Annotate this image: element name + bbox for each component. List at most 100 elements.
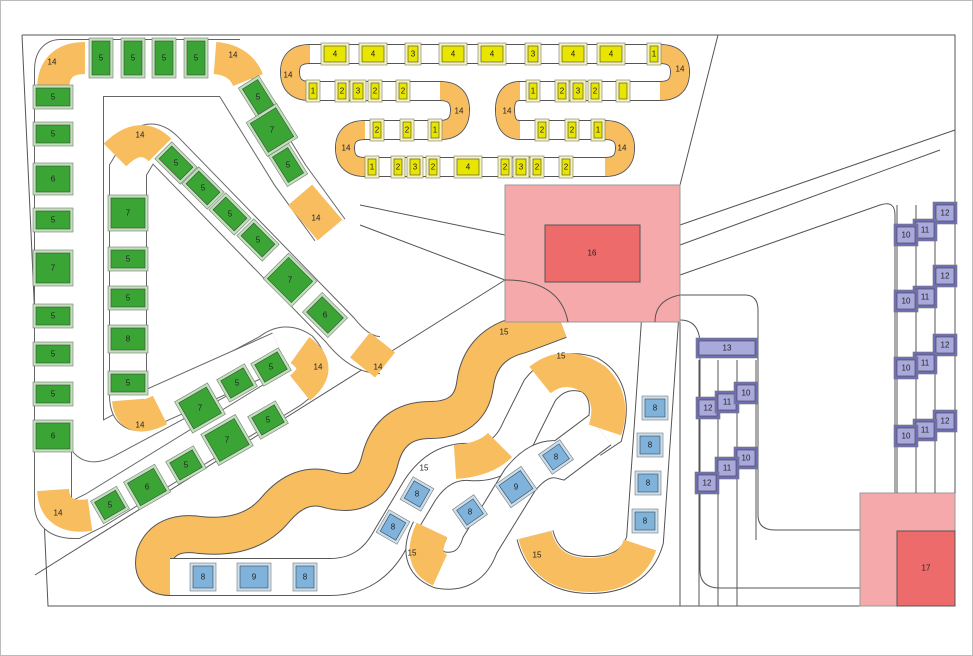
purple-module: 11 — [912, 418, 938, 442]
curve-segment-label: 15 — [500, 328, 509, 337]
yellow-module-label: 1 — [596, 126, 601, 135]
purple-module-label: 11 — [921, 426, 930, 435]
green-module-label: 5 — [51, 130, 56, 139]
green-module-label: 5 — [51, 216, 56, 225]
green-module-label: 5 — [131, 54, 136, 63]
purple-module: 12 — [932, 264, 958, 288]
yellow-module-label: 1 — [311, 87, 316, 96]
purple-module: 10 — [893, 424, 919, 448]
yellow-module: 1 — [305, 79, 321, 103]
green-module: 5 — [107, 285, 149, 311]
blue-module-label: 8 — [303, 573, 308, 582]
purple-module-label: 10 — [742, 454, 751, 463]
blue-module-label: 8 — [391, 523, 396, 532]
purple-module-label: 13 — [723, 344, 732, 353]
yellow-module: 4 — [320, 42, 350, 66]
yellow-module-label: 1 — [531, 87, 536, 96]
yellow-module-label: 2 — [535, 163, 540, 172]
purple-module-label: 10 — [902, 297, 911, 306]
purple-module: 10 — [893, 223, 919, 247]
road-curve — [679, 319, 860, 589]
yellow-module: 3 — [404, 42, 422, 66]
yellow-module-label: 3 — [531, 50, 536, 59]
green-module: 5 — [154, 141, 198, 185]
zone-16-arc — [504, 279, 569, 323]
yellow-module: 3 — [569, 79, 587, 103]
purple-module: 12 — [694, 471, 720, 495]
curve-segment-label: 14 — [284, 71, 293, 80]
yellow-module-label: 2 — [375, 126, 380, 135]
curve-segment-label: 14 — [314, 363, 323, 372]
yellow-module-label: 3 — [576, 87, 581, 96]
zone-16-label: 16 — [588, 249, 597, 258]
yellow-module: 2 — [564, 118, 580, 142]
blue-module: 8 — [641, 395, 669, 421]
green-module-label: 6 — [145, 483, 150, 492]
yellow-module-label: 3 — [413, 163, 418, 172]
purple-module-label: 11 — [921, 359, 930, 368]
green-module-label: 7 — [51, 264, 56, 273]
green-module: 5 — [120, 37, 146, 79]
yellow-module-label: 4 — [333, 50, 338, 59]
yellow-module — [615, 79, 631, 103]
blue-module-label: 8 — [646, 479, 651, 488]
purple-module: 12 — [932, 409, 958, 433]
yellow-module-label: 2 — [503, 163, 508, 172]
purple-module-label: 10 — [902, 432, 911, 441]
purple-module-label: 11 — [921, 293, 930, 302]
boundary-diagonal — [250, 34, 719, 186]
yellow-module: 2 — [425, 155, 441, 179]
green-module: 5 — [151, 37, 177, 79]
track-wavy — [135, 302, 679, 596]
green-module-label: 8 — [126, 335, 131, 344]
purple-module-label: 10 — [902, 364, 911, 373]
purple-module-label: 12 — [941, 272, 950, 281]
blue-module-label: 9 — [252, 573, 257, 582]
purple-module-label: 12 — [703, 479, 712, 488]
purple-module-label: 12 — [941, 209, 950, 218]
curve-segment-label: 14 — [136, 421, 145, 430]
yellow-module: 2 — [369, 118, 385, 142]
blue-module: 8 — [292, 562, 318, 592]
green-module-label: 5 — [51, 312, 56, 321]
yellow-module: 4 — [477, 42, 507, 66]
yellow-module: 3 — [349, 79, 367, 103]
green-module: 5 — [32, 121, 74, 147]
curve-segment-label: 14 — [455, 107, 464, 116]
curve-segment-label: 14 — [54, 509, 63, 518]
yellow-module-label: 2 — [431, 163, 436, 172]
yellow-module-label: 1 — [370, 163, 375, 172]
curve-segment-label: 15 — [408, 549, 417, 558]
green-module-label: 5 — [269, 363, 274, 372]
purple-module-label: 10 — [742, 389, 751, 398]
purple-module-label: 10 — [902, 231, 911, 240]
blue-module: 8 — [631, 508, 659, 534]
green-module-label: 5 — [235, 379, 240, 388]
yellow-module-label: 2 — [564, 163, 569, 172]
green-module: 5 — [250, 347, 292, 387]
green-module: 5 — [32, 381, 74, 407]
yellow-module-label: 4 — [451, 50, 456, 59]
green-module-label: 6 — [323, 311, 328, 320]
curve-segment-label: 14 — [48, 58, 57, 67]
green-module: 5 — [165, 445, 207, 485]
yellow-module: 2 — [390, 155, 406, 179]
curve-segment-label: 14 — [503, 107, 512, 116]
zone-17-core — [896, 530, 956, 607]
blue-module: 9 — [236, 562, 272, 592]
yellow-module: 4 — [453, 155, 483, 179]
green-module: 5 — [107, 370, 149, 396]
yellow-module: 2 — [534, 118, 550, 142]
yellow-module: 2 — [497, 155, 513, 179]
yellow-module-label: 2 — [396, 163, 401, 172]
purple-module-label: 12 — [941, 417, 950, 426]
green-module-label: 5 — [51, 93, 56, 102]
green-module: 6 — [301, 291, 349, 339]
blue-module-label: 8 — [415, 490, 420, 499]
yellow-module-label: 2 — [340, 87, 345, 96]
green-module: 5 — [236, 218, 280, 262]
yellow-module-label: 2 — [570, 126, 575, 135]
green-module: 5 — [267, 142, 309, 188]
yellow-module-label: 3 — [519, 163, 524, 172]
